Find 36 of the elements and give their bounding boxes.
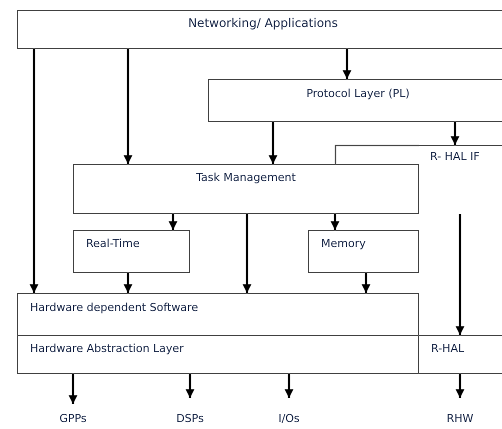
block-label: Real-Time (86, 237, 140, 250)
arrow (456, 214, 464, 335)
block-label: R-HAL (431, 342, 464, 355)
block-label: Networking/ Applications (187, 17, 339, 30)
block-box (17, 335, 419, 374)
block-label: Memory (321, 237, 366, 250)
arrow (124, 49, 132, 164)
block-box (418, 335, 502, 374)
arrow (342, 49, 352, 79)
arrow (124, 273, 132, 293)
arrow (186, 374, 194, 398)
output-label: DSPs (175, 412, 205, 425)
block-box (73, 230, 190, 273)
arrow (242, 214, 252, 293)
block-label: Hardware dependent Software (30, 301, 198, 314)
arrow (330, 214, 340, 230)
block-box (17, 293, 419, 336)
arrow (68, 374, 78, 404)
output-label: I/Os (277, 412, 301, 425)
block-label: Hardware Abstraction Layer (30, 342, 184, 355)
arrow (30, 49, 38, 293)
arrow (362, 273, 370, 293)
arrow (456, 374, 464, 398)
block-box (308, 230, 419, 273)
block-label: Protocol Layer (PL) (305, 87, 411, 100)
block-box (17, 10, 502, 49)
block-label: Task Management (195, 171, 297, 184)
output-label: RHW (446, 412, 474, 425)
arrow (450, 122, 460, 145)
output-label: GPPs (58, 412, 88, 425)
arrow (284, 374, 294, 398)
arrow (268, 122, 278, 164)
block-box (208, 79, 502, 122)
block-box (73, 164, 419, 214)
arrow (168, 214, 178, 230)
block-label: R- HAL IF (430, 150, 480, 163)
